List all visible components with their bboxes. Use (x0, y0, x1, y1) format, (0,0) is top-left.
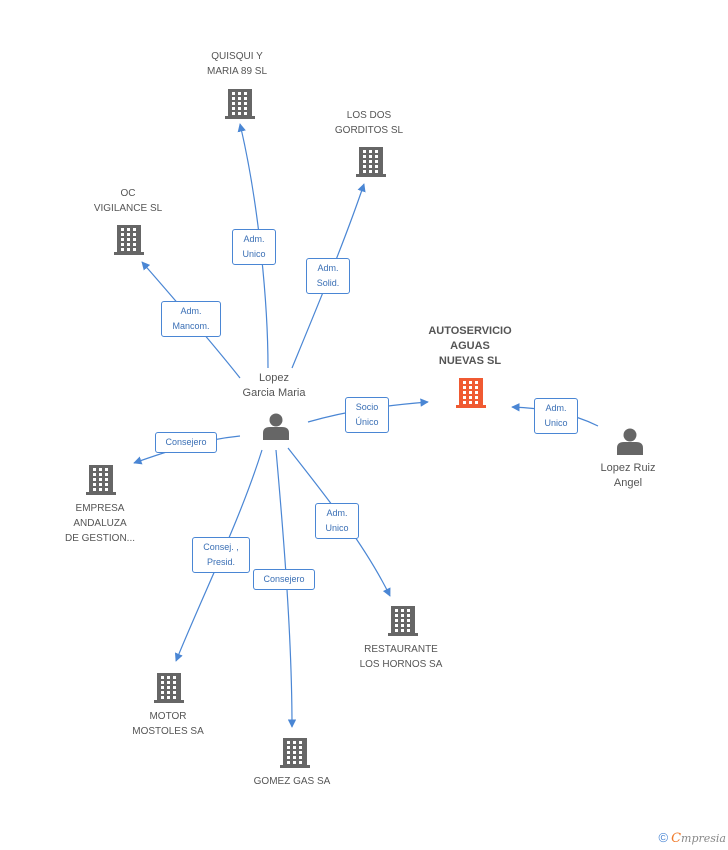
edge-label-to-gomez: Consejero (253, 569, 315, 590)
brand-name: mpresia (681, 832, 726, 845)
building-icon[interactable] (86, 465, 116, 495)
edge-label-to-restaurante: Adm. Unico (315, 503, 359, 539)
edge-label-ruiz-to-autoservicio: Adm. Unico (534, 398, 578, 434)
node-label-oc-vigilance[interactable]: OC VIGILANCE SL (93, 188, 163, 214)
building-icon[interactable] (456, 378, 486, 408)
node-label-autoservicio[interactable]: AUTOSERVICIO AGUAS NUEVAS SL (428, 325, 512, 367)
edge-label-to-motor: Consej. , Presid. (192, 537, 250, 573)
node-label-los-dos-gorditos[interactable]: LOS DOS GORDITOS SL (334, 110, 404, 136)
edge-label-to-autoservicio: Socio Único (345, 397, 389, 433)
edge-label-to-empresa: Consejero (155, 432, 217, 453)
brand-initial: C (671, 831, 682, 846)
building-icon[interactable] (114, 225, 144, 255)
person-icon[interactable] (263, 413, 289, 441)
node-label-gomez-gas[interactable]: GOMEZ GAS SA (253, 776, 331, 787)
node-label-lopez-garcia[interactable]: Lopez Garcia Maria (242, 372, 306, 399)
edge-label-to-vigilance: Adm. Mancom. (161, 301, 221, 337)
node-label-quisqui[interactable]: QUISQUI Y MARIA 89 SL (206, 51, 268, 77)
empresia-watermark: ©Cmpresia (658, 830, 726, 846)
building-icon[interactable] (388, 606, 418, 636)
edge-label-to-gorditos: Adm. Solid. (306, 258, 350, 294)
node-label-restaurante[interactable]: RESTAURANTE LOS HORNOS SA (359, 644, 443, 670)
node-label-lopez-ruiz[interactable]: Lopez Ruiz Angel (600, 462, 656, 489)
node-label-motor[interactable]: MOTOR MOSTOLES SA (132, 711, 204, 737)
edge-label-to-quisqui: Adm. Unico (232, 229, 276, 265)
building-icon[interactable] (154, 673, 184, 703)
person-icon[interactable] (617, 428, 643, 456)
building-icon[interactable] (225, 89, 255, 119)
copyright-icon: © (658, 830, 669, 845)
building-icon[interactable] (280, 738, 310, 768)
node-label-empresa-andaluza[interactable]: EMPRESA ANDALUZA DE GESTION... (64, 503, 135, 544)
building-icon[interactable] (356, 147, 386, 177)
